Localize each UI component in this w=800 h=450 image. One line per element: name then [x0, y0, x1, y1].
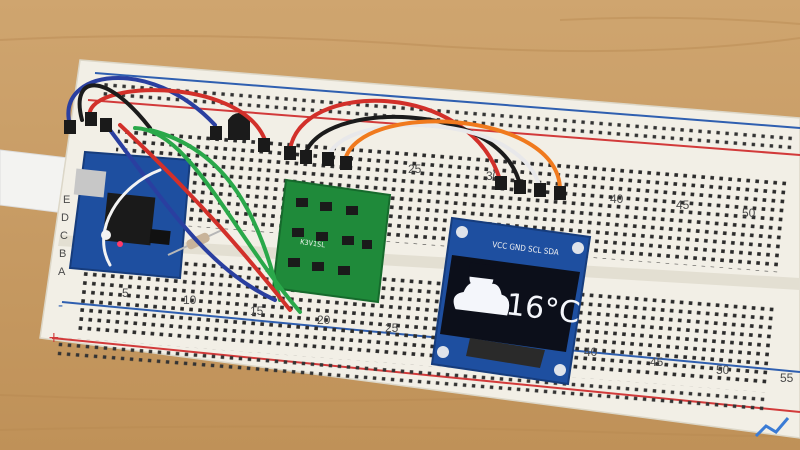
column-number: 20	[317, 313, 331, 327]
module-chip-marking: K3V1SL	[300, 238, 326, 249]
breadboard-holes-upper	[108, 125, 789, 273]
column-numbers-lower: 5 10 15 20 25 40 45 50 55	[122, 286, 794, 385]
column-number: 40	[584, 345, 598, 359]
row-letter: C	[60, 230, 68, 242]
column-number: 50	[716, 363, 730, 377]
rail-minus-sign: -	[58, 298, 63, 314]
green-module: K3V1SL	[271, 178, 392, 304]
oled-module: VCC GND SCL SDA 16°C	[430, 216, 592, 386]
row-letter: E	[63, 194, 70, 206]
wire-connectors	[64, 112, 566, 200]
microcontroller-board	[68, 150, 192, 280]
column-number: 45	[650, 355, 664, 369]
row-letter: A	[58, 266, 66, 278]
breadboard-holes-top-rail	[102, 78, 795, 153]
row-letter: B	[59, 248, 66, 260]
breadboard: E D C B A - + 25 30 40 45 50 5 10 15 20 …	[39, 59, 800, 439]
column-number: 50	[742, 206, 756, 220]
column-numbers-upper: 25 30 40 45 50	[408, 162, 756, 220]
column-number: 15	[250, 304, 264, 318]
row-letters: E D C B A	[58, 194, 70, 278]
column-number: 40	[610, 192, 624, 206]
column-number: 55	[780, 371, 794, 385]
rail-plus-sign: +	[48, 330, 60, 346]
column-number: 25	[408, 162, 422, 176]
column-number: 25	[385, 321, 399, 335]
column-number: 45	[676, 198, 690, 212]
column-number: 5	[122, 286, 129, 300]
chart-logo-icon	[754, 417, 790, 438]
transistor	[228, 113, 250, 140]
jumper-wires	[66, 76, 562, 314]
partly-cloudy-icon	[453, 262, 510, 316]
row-letter: D	[61, 212, 69, 224]
breadboard-holes-bottom-rail	[54, 337, 767, 415]
column-number: 10	[183, 293, 197, 307]
